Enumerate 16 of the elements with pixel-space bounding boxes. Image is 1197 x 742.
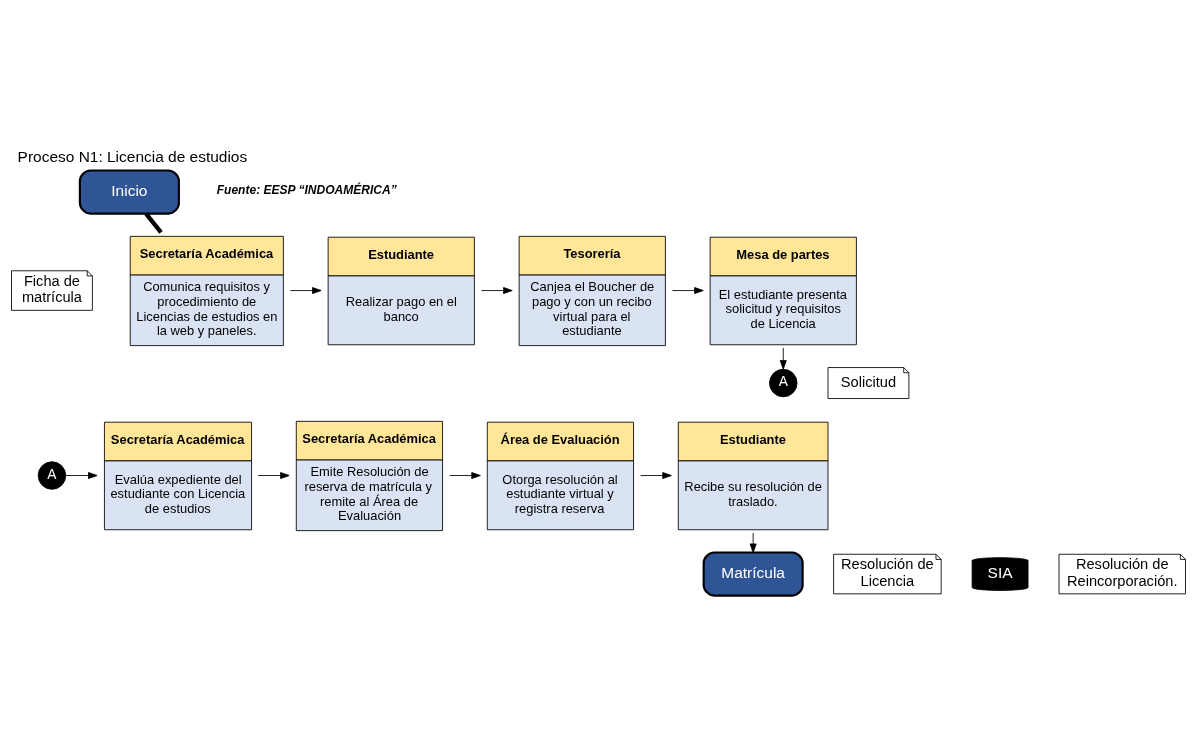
node-circle: A — [37, 461, 67, 490]
node-circle: A — [769, 368, 798, 398]
arrow — [749, 532, 757, 553]
arrow — [449, 472, 481, 479]
connector — [144, 212, 163, 234]
arrow — [640, 472, 672, 479]
arrow — [289, 287, 322, 294]
arrow — [779, 347, 787, 370]
diagram-title: Proceso N1: Licencia de estudios — [17, 148, 248, 166]
node-box: Matrícula — [702, 551, 804, 597]
arrow — [65, 472, 98, 479]
node-box: Inicio — [78, 169, 180, 215]
arrow — [481, 287, 513, 294]
caption: Fuente: EESP “INDOAMÉRICA” — [216, 183, 397, 198]
arrow — [672, 287, 704, 294]
arrow — [257, 472, 290, 479]
